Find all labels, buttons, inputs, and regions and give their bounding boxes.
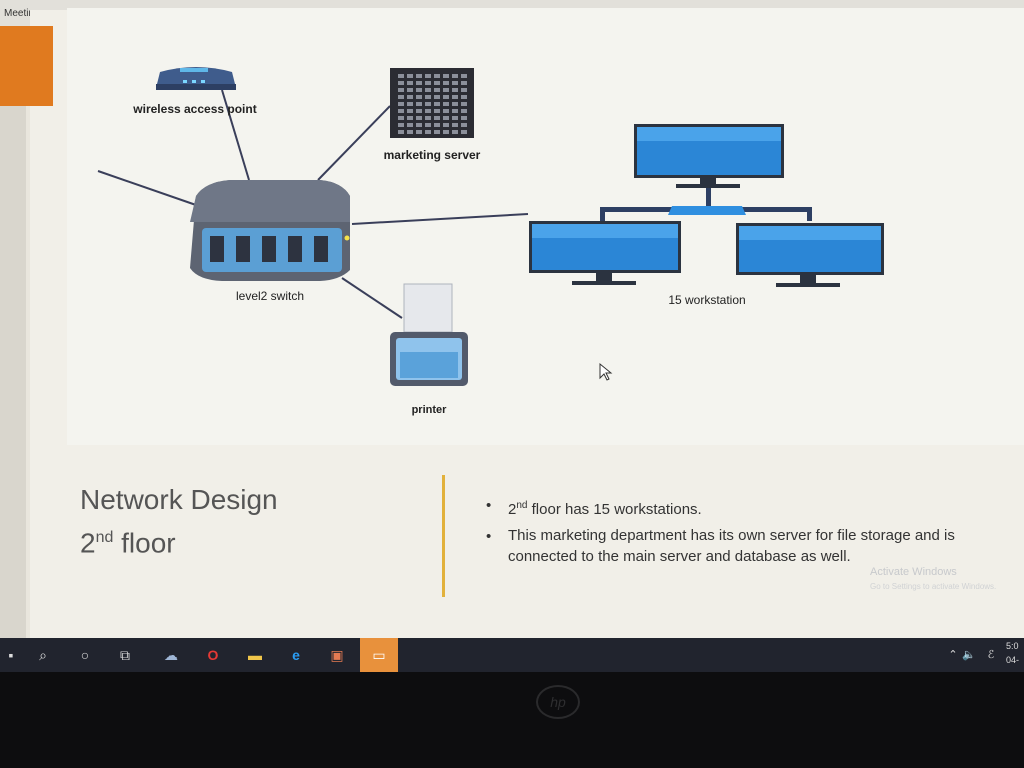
slide-title-line2: 2nd floor — [80, 519, 278, 562]
bullet-1-ordinal-suffix: nd — [516, 500, 528, 511]
slide-title-floor: floor — [113, 527, 176, 559]
bullet-1-body: floor has 15 workstations. — [527, 501, 702, 518]
link-left — [97, 170, 197, 206]
link-wap — [221, 89, 250, 181]
switch-icon — [190, 180, 350, 281]
orange-accent — [0, 26, 53, 106]
screen: Meeting wireles — [0, 0, 1024, 672]
file-explorer-icon[interactable]: ▬ — [248, 647, 262, 663]
printer-icon — [390, 283, 468, 386]
meeting-app-icon[interactable]: ▭ — [360, 638, 398, 672]
wireless-access-point-icon — [156, 67, 236, 90]
link-printer — [341, 277, 403, 319]
slide-title-ordinal-suffix: nd — [95, 529, 114, 546]
bullet-marker: • — [486, 497, 492, 514]
bullet-marker: • — [486, 528, 492, 545]
server-icon — [390, 68, 474, 138]
label-printer: printer — [412, 404, 448, 416]
start-windows-icon[interactable]: ▪ — [8, 647, 14, 663]
label-wireless-access-point: wireless access point — [132, 102, 256, 116]
mouse-cursor-icon — [599, 362, 613, 381]
language-icon[interactable]: ℰ — [987, 649, 995, 661]
photos-app-icon[interactable]: ▣ — [330, 647, 344, 663]
activate-windows-subtitle: Go to Settings to activate Windows. — [870, 582, 997, 591]
label-marketing-server: marketing server — [384, 148, 481, 162]
bullet-1-text: 2nd floor has 15 workstations. — [508, 495, 1008, 520]
bullet-2-text: This marketing department has its own se… — [508, 527, 955, 565]
opera-browser-icon[interactable]: O — [207, 647, 219, 663]
window-title: Meeting — [4, 8, 40, 19]
cloud-app-icon[interactable]: ☁ — [164, 647, 178, 663]
bullet-1-ordinal: 2 — [508, 501, 517, 518]
left-strip — [0, 26, 26, 640]
slide-divider — [442, 475, 445, 597]
label-workstations: 15 workstation — [668, 293, 745, 307]
taskbar: ▪ ⌕ ○ ⧉ ☁ O ▬ e ▣ ▭ ⌃ 🔈 ℰ 5:0 04- — [0, 638, 1024, 672]
clock-time[interactable]: 5:0 — [1006, 641, 1019, 651]
activate-windows-title: Activate Windows — [870, 566, 957, 578]
workstation-group-icon — [529, 124, 884, 287]
link-workstations — [351, 213, 529, 225]
search-icon[interactable]: ⌕ — [39, 647, 47, 663]
label-switch: level2 switch — [236, 289, 304, 303]
network-diagram-svg: wireless access point marketing server l… — [97, 67, 884, 416]
tray-expand-icon[interactable]: ⌃ — [948, 649, 958, 661]
network-diagram: wireless access point marketing server l… — [67, 8, 1024, 445]
task-view-icon[interactable]: ⧉ — [120, 647, 130, 663]
edge-browser-icon[interactable]: e — [292, 647, 300, 663]
slide-title-ordinal: 2 — [80, 527, 96, 559]
link-server — [317, 105, 391, 181]
cortana-icon[interactable]: ○ — [80, 647, 90, 663]
slide-title: Network Design 2nd floor — [80, 481, 278, 562]
slide-title-line1: Network Design — [80, 484, 278, 515]
hp-logo-icon: hp — [536, 685, 580, 719]
clock-date[interactable]: 04- — [1006, 655, 1020, 665]
volume-icon[interactable]: 🔈 — [962, 649, 976, 661]
